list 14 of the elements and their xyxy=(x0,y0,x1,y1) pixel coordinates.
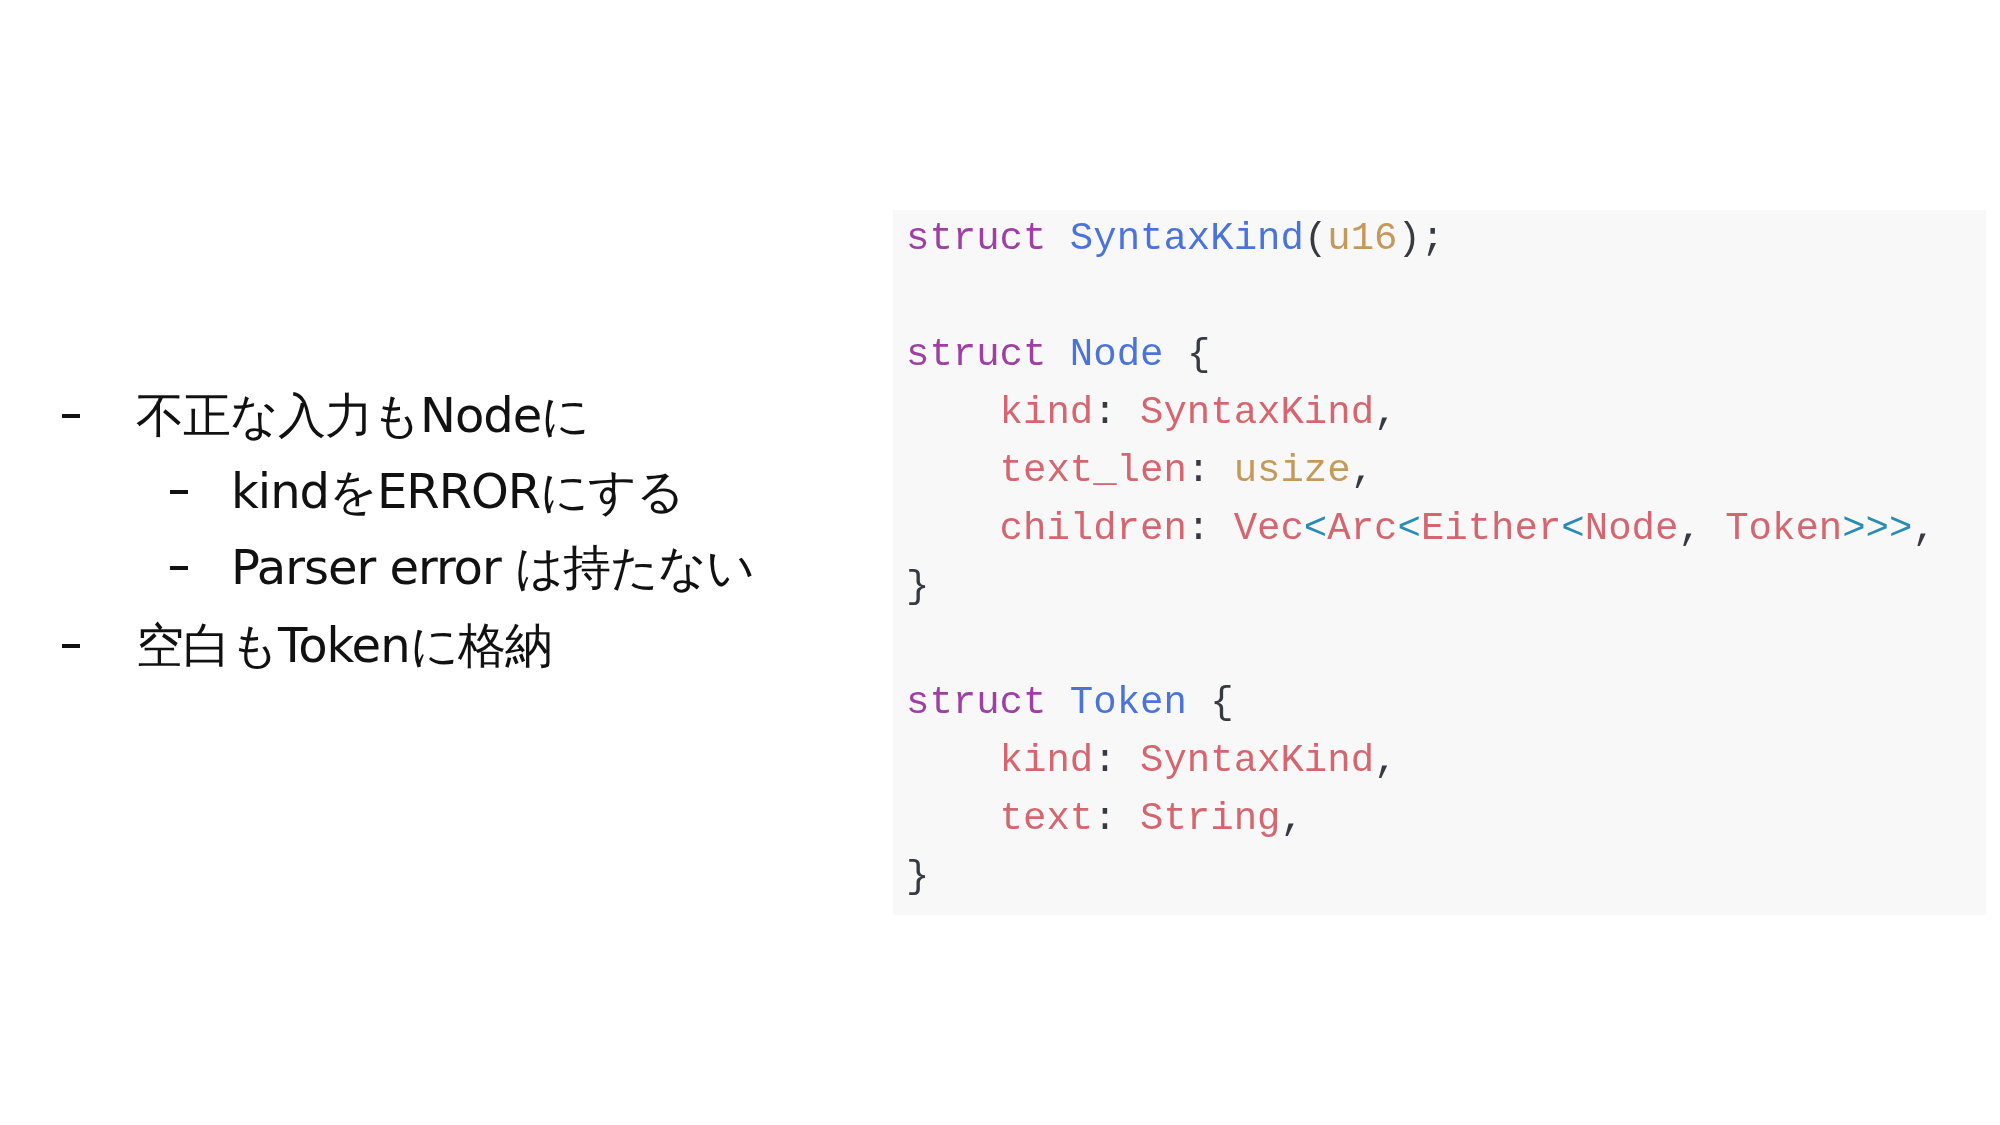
bullet-text: 不正な入力もNodeに xyxy=(136,386,590,445)
bullet-text: 空白もTokenに格納 xyxy=(136,616,552,675)
bullet-text: Parser error は持たない xyxy=(231,538,754,597)
code-line: text_len: usize, xyxy=(999,448,1375,495)
code-line: kind: SyntaxKind, xyxy=(999,738,1398,785)
code-line: text: String, xyxy=(999,796,1304,843)
bullet-text: kindをERRORにする xyxy=(231,462,685,521)
code-line: } xyxy=(906,854,930,901)
code-line: } xyxy=(906,564,930,611)
code-line: struct SyntaxKind(u16); xyxy=(906,216,1445,263)
code-line: struct Token { xyxy=(906,680,1234,727)
code-line: children: Vec<Arc<Either<Node, Token>>>, xyxy=(999,506,1936,553)
code-line: kind: SyntaxKind, xyxy=(999,390,1398,437)
code-line: struct Node { xyxy=(906,332,1211,379)
